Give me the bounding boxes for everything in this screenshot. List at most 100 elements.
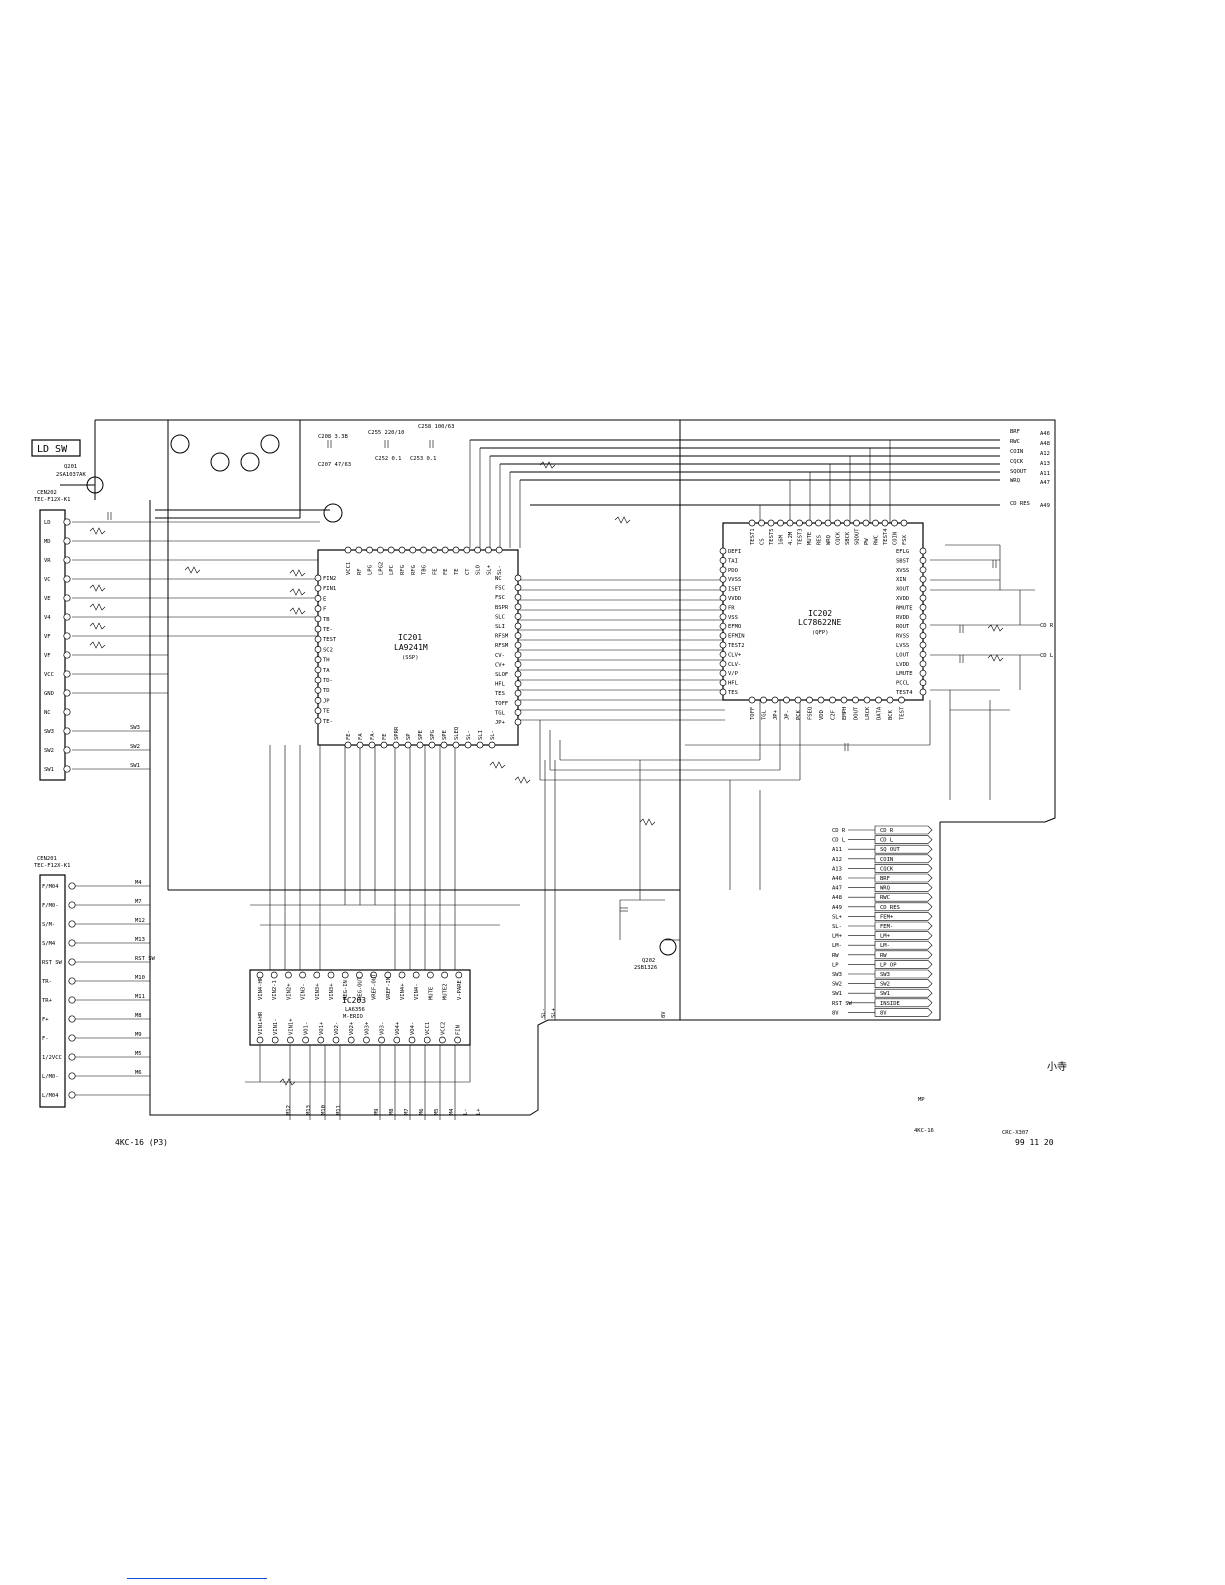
ic201-pin-label: CV- (495, 653, 505, 659)
ic202-pin-label: RVDD (896, 615, 909, 621)
ic202-ref: IC202 (808, 609, 832, 618)
netlist-ref: SL+ (832, 914, 843, 920)
cen202-pin-label: MD (44, 539, 51, 545)
netlist-name: SQ OUT (880, 847, 901, 853)
ic202-pin (919, 557, 927, 564)
ic201-pin (314, 717, 322, 725)
ic203-pin-label: VIN3+ (315, 983, 321, 1000)
ic203-pin-label: VIN1+ (288, 1018, 294, 1035)
ic203-pin-label: VIN1+HR (258, 1011, 264, 1035)
ic203-pin (384, 971, 392, 979)
ic201-pin (377, 546, 384, 554)
ic202-pin (719, 632, 727, 639)
ic201-pin (440, 741, 448, 749)
transistor-symbol (260, 434, 280, 454)
ic202-pin-label: JP- (785, 710, 791, 720)
label-c253: C253 0.1 (410, 456, 437, 462)
ic202-pin (777, 519, 784, 527)
cen201-pin (68, 1091, 76, 1099)
ic202-pin-label: PDO (728, 568, 738, 574)
ic203-pin (256, 1036, 264, 1044)
netlist-flag (874, 988, 933, 998)
ic201-pin (398, 546, 406, 554)
ic203-pin-label: VIN4- (414, 983, 420, 1000)
ic202-pin (719, 547, 727, 555)
ic202-pin (817, 696, 825, 704)
netlist-ref: CD L (832, 838, 846, 844)
ic201-pin (463, 546, 471, 554)
ic201-pin-label: TOFF (495, 701, 508, 707)
ic201-pin-label: SPRR (394, 726, 400, 740)
ic203-pin-label: REG-OUT (357, 976, 363, 1000)
label-c208: C208 3.3B (318, 434, 348, 440)
netlist-ref: LP (832, 962, 839, 968)
ic202-part: LC78622NE (798, 618, 842, 627)
cen202-pin-label: VE (44, 596, 51, 602)
ic201-pin-label: LPG2 (378, 562, 384, 575)
ic201-pin (314, 595, 322, 602)
cen201-pin-label: TR- (42, 979, 52, 985)
netlist-ref: RST SW (832, 1001, 853, 1007)
ld-sw-box (31, 439, 81, 457)
mp-mark: MP (918, 1097, 925, 1103)
netlist-name: SW3 (880, 972, 890, 978)
bus-ref: A49 (1040, 503, 1050, 509)
cen202-pin (63, 537, 71, 545)
q201-symbol (86, 476, 104, 494)
ic203-pin (423, 1036, 431, 1044)
bottom-net-label: M7 (404, 1108, 410, 1115)
bottom-net-label: M13 (306, 1105, 312, 1115)
netlist-flag (874, 969, 933, 979)
bottom-net-label: M10 (321, 1105, 327, 1115)
ic201-pin (314, 635, 322, 643)
ic202-pin (919, 651, 927, 658)
cen201-net-label: M6 (135, 1070, 142, 1076)
driver-wiring (245, 745, 761, 1120)
netlist-ref: CD R (832, 828, 846, 834)
ic201-pin-label: TD- (323, 678, 333, 684)
netlist-ref: A12 (832, 857, 842, 863)
netlist-flag (874, 940, 933, 950)
ic202-pin-label: PW (864, 538, 870, 545)
ic201-pin (514, 603, 522, 611)
bus-ref: A12 (1040, 451, 1050, 457)
netlist-name: LM+ (880, 934, 891, 940)
ic203-pin-label: VCC2 (440, 1022, 446, 1035)
ic202-pin-label: TGL (762, 709, 768, 720)
netlist-name: WRQ (880, 886, 890, 892)
netlist-ref: A46 (832, 876, 842, 882)
cen201-net-label: M13 (135, 937, 145, 943)
ic201-pin (366, 546, 373, 554)
ic201-pin-label: FIN2 (323, 576, 336, 582)
ic201-pin-label: TB (323, 617, 330, 623)
ic202-pin (919, 575, 927, 583)
ic203-pin (270, 971, 278, 979)
netlist-name: LP OP (880, 962, 897, 968)
cen202-pin-label: SW1 (44, 767, 54, 773)
ic202-pin (919, 679, 927, 686)
ic202-pin (919, 641, 927, 649)
ic201-pin (514, 593, 522, 601)
cen202-pin (63, 518, 71, 526)
ic202-pin-label: VVSS (728, 577, 741, 583)
ic202-pin-label: SQOUT (855, 528, 861, 545)
ic201-pin (514, 584, 522, 591)
ic201-pin-label: FSC (495, 595, 505, 601)
ic202-pin-label: V/P (728, 671, 739, 677)
footer-left: 4KC-16 (P3) (115, 1138, 168, 1147)
cen202-ref: CEN202 (37, 490, 57, 496)
q202-ref: Q202 (642, 958, 655, 964)
cen202-pin (63, 689, 71, 697)
ic203-pin (408, 1036, 416, 1044)
netlist-flag (874, 998, 933, 1008)
ic201-pin-label: FE (432, 568, 438, 575)
cen201-pin-label: F+ (42, 1017, 49, 1023)
ic201-pin (314, 686, 322, 694)
netlist-ref: A13 (832, 866, 842, 872)
ic203-pin-label: VIN3- (301, 983, 307, 1000)
bottom-net-label: M8 (389, 1108, 395, 1115)
cen201-pin (68, 939, 76, 947)
ic201-pin-label: TE (323, 709, 330, 715)
ic202-pin (919, 585, 927, 592)
